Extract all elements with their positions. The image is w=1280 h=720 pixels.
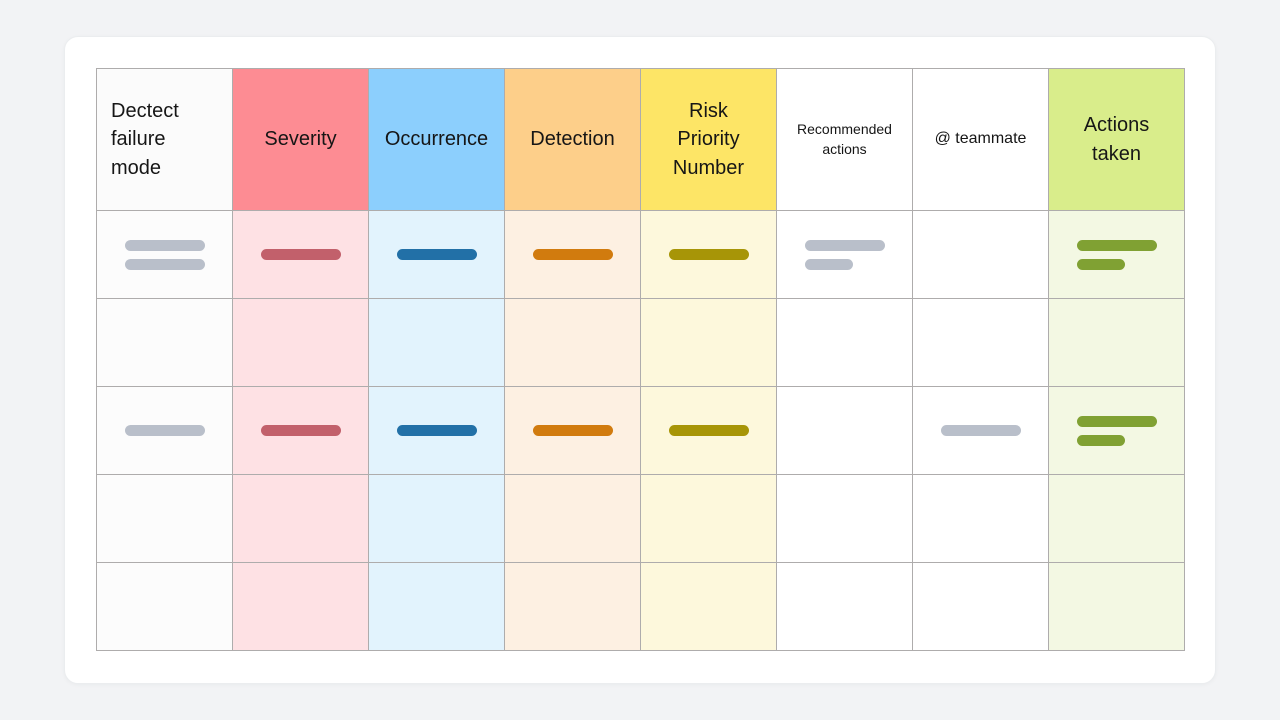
table-cell-risk-priority-number[interactable] — [640, 562, 777, 651]
table-cell-actions-taken[interactable] — [1048, 386, 1185, 475]
column-header-actions-taken[interactable]: Actions taken — [1048, 68, 1185, 211]
table-body — [96, 210, 1185, 651]
text-placeholder-pill — [1076, 258, 1125, 270]
fmea-table: Dectect failure mode Severity Occurrence… — [96, 68, 1185, 651]
text-placeholder-pill — [532, 425, 613, 436]
table-cell-recommended-actions[interactable] — [776, 474, 913, 563]
text-placeholder-pill — [124, 425, 205, 436]
table-cell-occurrence[interactable] — [368, 298, 505, 387]
column-header-teammate[interactable]: @ teammate — [912, 68, 1049, 211]
table-cell-actions-taken[interactable] — [1048, 474, 1185, 563]
table-cell-severity[interactable] — [232, 210, 369, 299]
text-placeholder-pill — [124, 239, 205, 251]
template-card: Dectect failure mode Severity Occurrence… — [64, 36, 1216, 684]
table-cell-failure-mode[interactable] — [96, 210, 233, 299]
table-cell-recommended-actions[interactable] — [776, 562, 913, 651]
table-row — [96, 562, 1185, 651]
table-cell-teammate[interactable] — [912, 562, 1049, 651]
table-cell-severity[interactable] — [232, 298, 369, 387]
table-cell-occurrence[interactable] — [368, 474, 505, 563]
table-cell-teammate[interactable] — [912, 474, 1049, 563]
text-placeholder-pill — [396, 425, 477, 436]
text-placeholder-pill — [532, 249, 613, 260]
table-cell-detection[interactable] — [504, 562, 641, 651]
table-cell-risk-priority-number[interactable] — [640, 210, 777, 299]
table-cell-teammate[interactable] — [912, 298, 1049, 387]
header-row: Dectect failure mode Severity Occurrence… — [96, 68, 1185, 211]
table-cell-risk-priority-number[interactable] — [640, 386, 777, 475]
text-placeholder-pill — [668, 249, 749, 260]
table-cell-detection[interactable] — [504, 298, 641, 387]
table-cell-detection[interactable] — [504, 474, 641, 563]
table-cell-actions-taken[interactable] — [1048, 298, 1185, 387]
text-placeholder-pill — [260, 249, 341, 260]
column-header-occurrence[interactable]: Occurrence — [368, 68, 505, 211]
column-header-severity[interactable]: Severity — [232, 68, 369, 211]
table-row — [96, 298, 1185, 387]
column-header-detection[interactable]: Detection — [504, 68, 641, 211]
table-header: Dectect failure mode Severity Occurrence… — [96, 68, 1185, 211]
table-cell-occurrence[interactable] — [368, 562, 505, 651]
table-cell-risk-priority-number[interactable] — [640, 298, 777, 387]
text-placeholder-pill — [1076, 434, 1125, 446]
text-placeholder-pill — [1076, 415, 1157, 427]
table-cell-failure-mode[interactable] — [96, 298, 233, 387]
column-header-recommended-actions[interactable]: Recommended actions — [776, 68, 913, 211]
column-header-risk-priority-number[interactable]: Risk Priority Number — [640, 68, 777, 211]
table-cell-severity[interactable] — [232, 386, 369, 475]
table-row — [96, 474, 1185, 563]
table-cell-teammate[interactable] — [912, 210, 1049, 299]
table-cell-occurrence[interactable] — [368, 386, 505, 475]
table-cell-recommended-actions[interactable] — [776, 298, 913, 387]
table-cell-severity[interactable] — [232, 474, 369, 563]
text-placeholder-pill — [804, 239, 885, 251]
table-cell-detection[interactable] — [504, 386, 641, 475]
table-row — [96, 386, 1185, 475]
text-placeholder-pill — [260, 425, 341, 436]
text-placeholder-pill — [804, 258, 853, 270]
table-cell-teammate[interactable] — [912, 386, 1049, 475]
column-header-failure-mode[interactable]: Dectect failure mode — [96, 68, 233, 211]
text-placeholder-pill — [1076, 239, 1157, 251]
text-placeholder-pill — [940, 425, 1021, 436]
table-cell-occurrence[interactable] — [368, 210, 505, 299]
table-cell-risk-priority-number[interactable] — [640, 474, 777, 563]
table-row — [96, 210, 1185, 299]
table-cell-recommended-actions[interactable] — [776, 210, 913, 299]
table-cell-severity[interactable] — [232, 562, 369, 651]
table-cell-recommended-actions[interactable] — [776, 386, 913, 475]
table-cell-failure-mode[interactable] — [96, 562, 233, 651]
table-cell-actions-taken[interactable] — [1048, 210, 1185, 299]
table-cell-detection[interactable] — [504, 210, 641, 299]
table-cell-failure-mode[interactable] — [96, 474, 233, 563]
table-cell-failure-mode[interactable] — [96, 386, 233, 475]
text-placeholder-pill — [124, 258, 205, 270]
text-placeholder-pill — [396, 249, 477, 260]
text-placeholder-pill — [668, 425, 749, 436]
table-cell-actions-taken[interactable] — [1048, 562, 1185, 651]
